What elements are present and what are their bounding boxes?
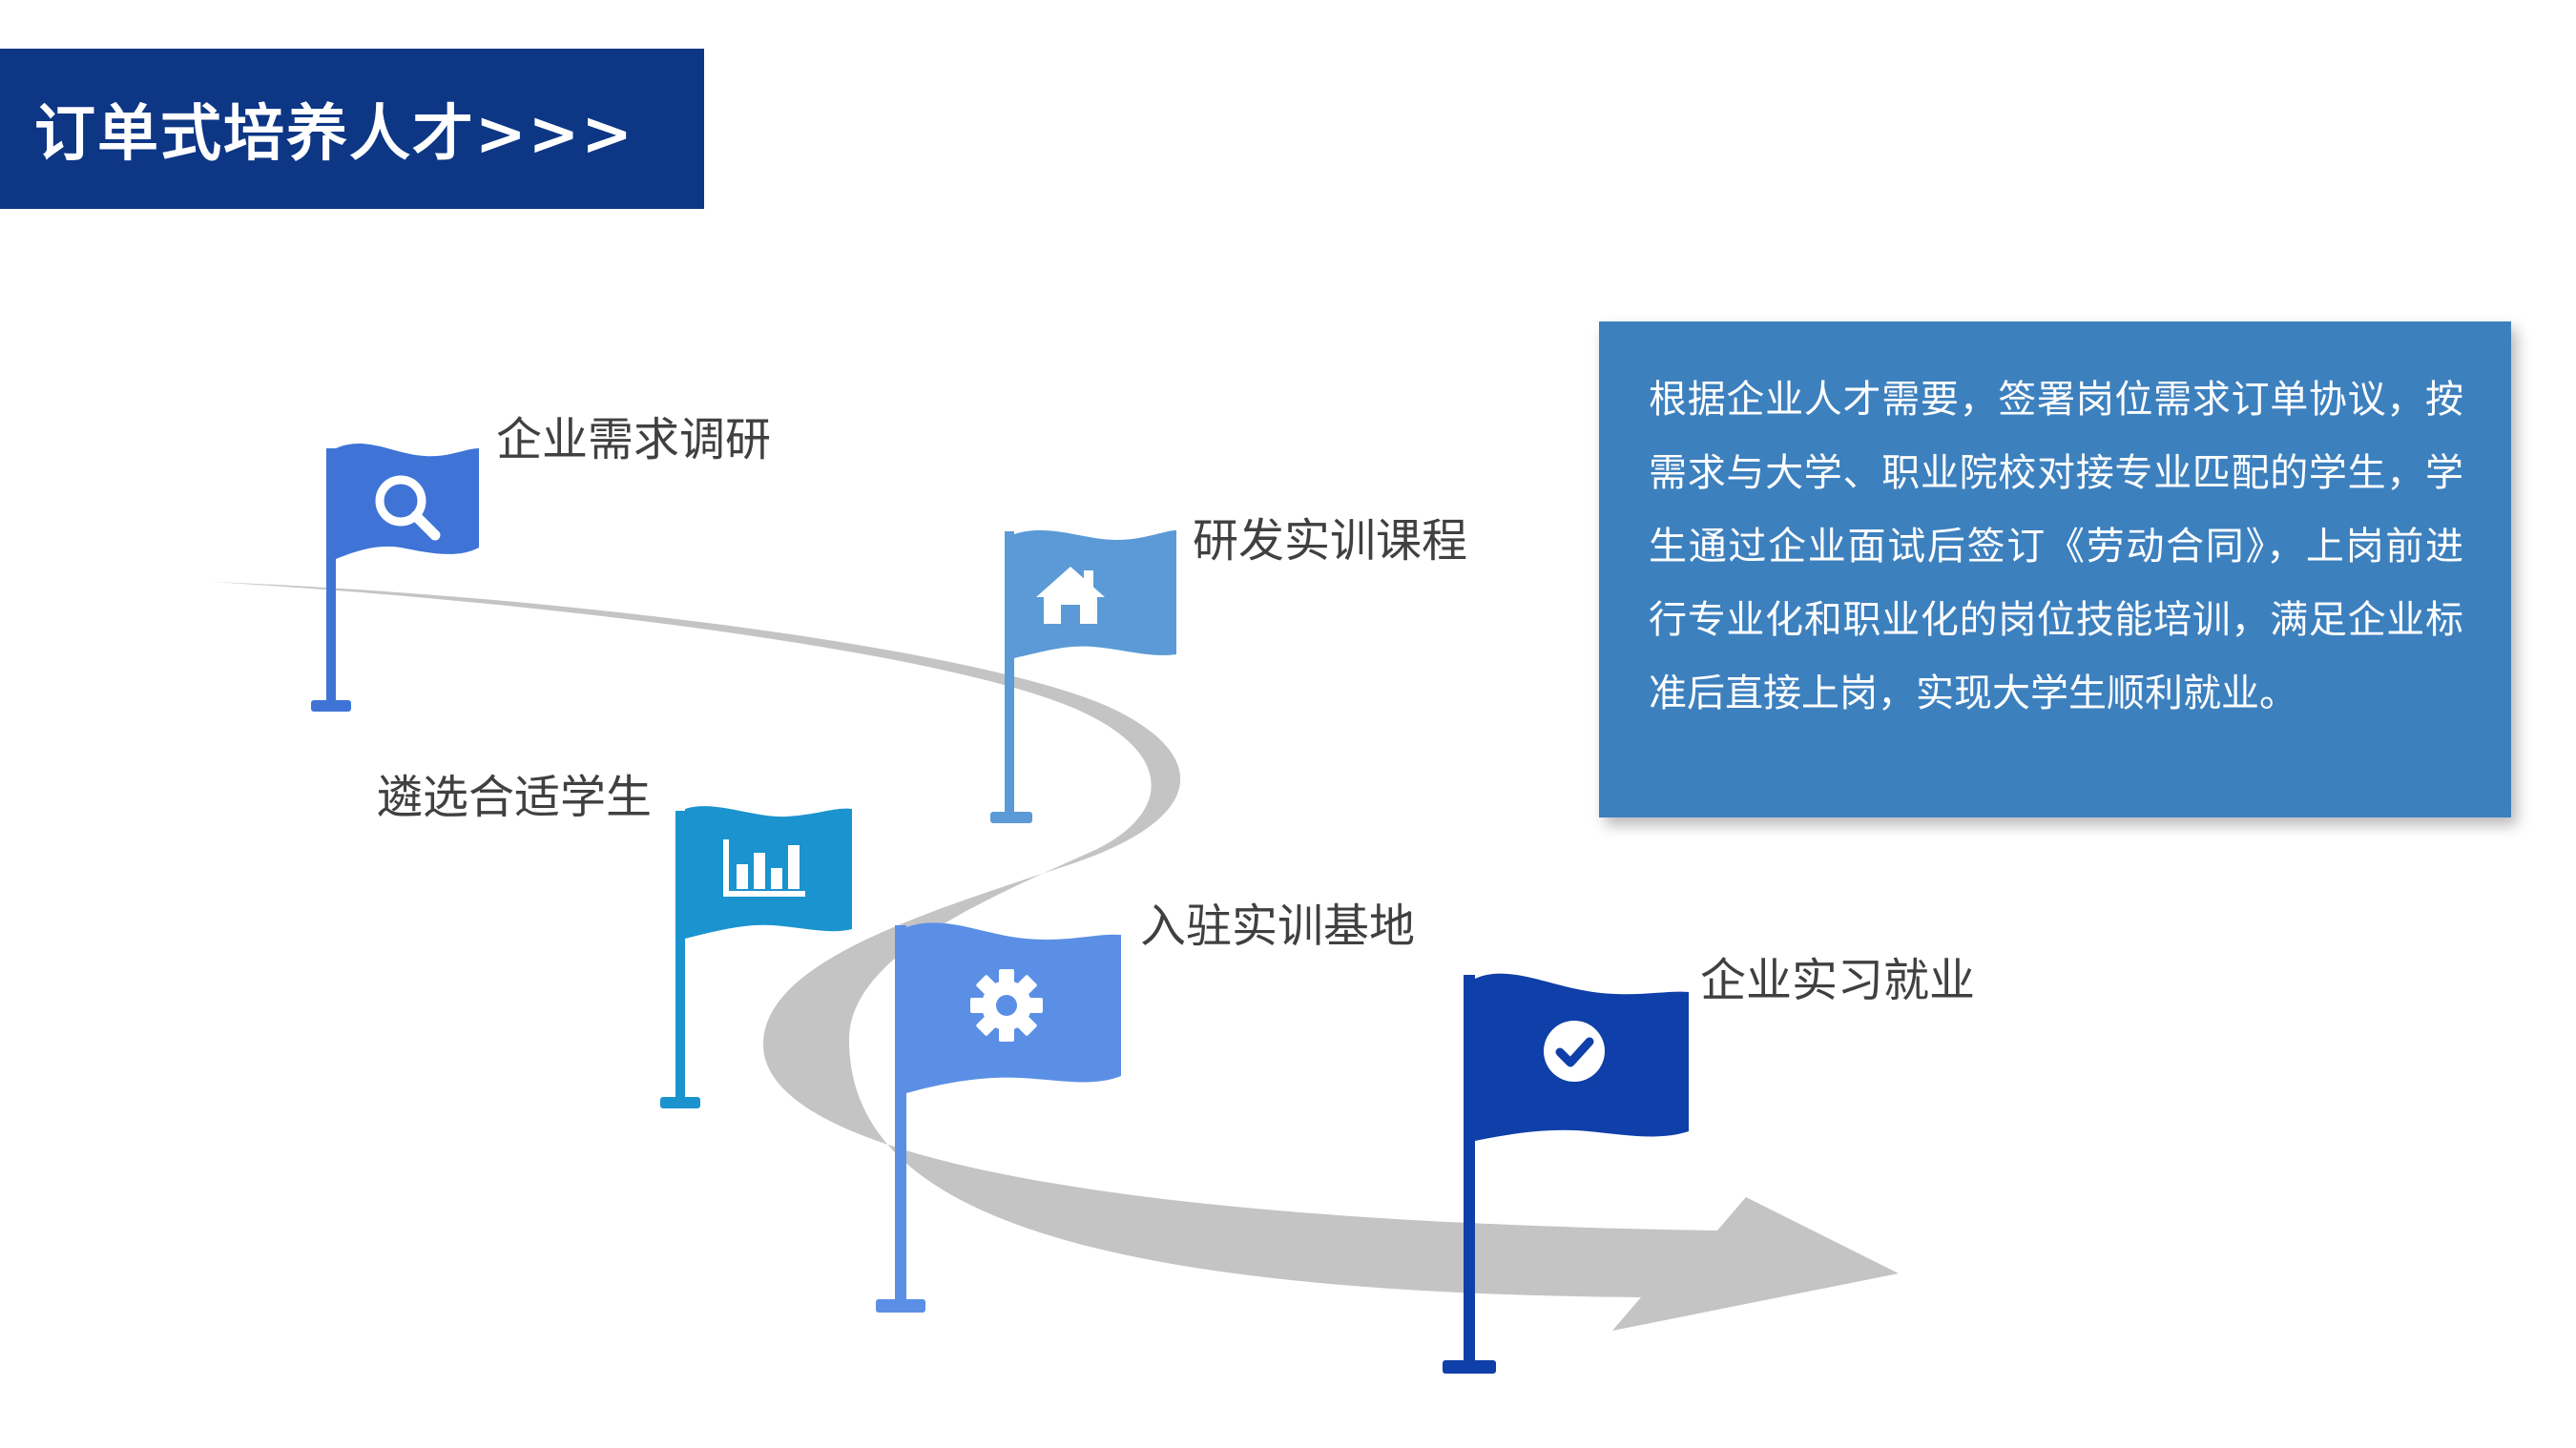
flag-step-4: 入驻实训基地 xyxy=(876,900,1415,1313)
flag-pole xyxy=(1464,975,1475,1368)
step-label: 企业实习就业 xyxy=(1700,954,1975,1007)
flag-pole xyxy=(895,925,906,1305)
description-box: 根据企业人才需要，签署岗位需求订单协议，按需求与大学、职业院校对接专业匹配的学生… xyxy=(1599,321,2511,817)
flag-base xyxy=(660,1097,700,1108)
page-title: 订单式培养人才>>> xyxy=(34,99,634,170)
flag-step-3: 遴选合适学生 xyxy=(377,771,852,1108)
flag-step-2: 研发实训课程 xyxy=(990,514,1467,823)
flag-pole xyxy=(675,811,685,1102)
description-text: 根据企业人才需要，签署岗位需求订单协议，按需求与大学、职业院校对接专业匹配的学生… xyxy=(1649,378,2463,715)
flag-base xyxy=(1443,1360,1496,1374)
bar-chart-icon xyxy=(723,839,805,897)
title-banner: 订单式培养人才>>> xyxy=(0,49,704,209)
flag-cloth xyxy=(336,444,479,559)
flag-base xyxy=(990,812,1032,823)
check-circle-icon xyxy=(1544,1021,1605,1082)
flag-base xyxy=(876,1299,925,1313)
step-label: 入驻实训基地 xyxy=(1140,900,1415,953)
gear-icon xyxy=(970,969,1043,1042)
step-label: 遴选合适学生 xyxy=(377,771,652,824)
flag-step-1: 企业需求调研 xyxy=(311,413,771,712)
search-icon xyxy=(375,475,441,541)
flag-cloth xyxy=(685,806,852,939)
flag-pole xyxy=(1005,531,1014,816)
step-label: 企业需求调研 xyxy=(496,413,771,466)
home-icon xyxy=(1036,567,1105,624)
flag-step-5: 企业实习就业 xyxy=(1443,954,1975,1374)
road-path xyxy=(212,582,1899,1331)
step-label: 研发实训课程 xyxy=(1193,514,1467,568)
flag-pole xyxy=(326,448,336,704)
flag-base xyxy=(311,700,351,712)
